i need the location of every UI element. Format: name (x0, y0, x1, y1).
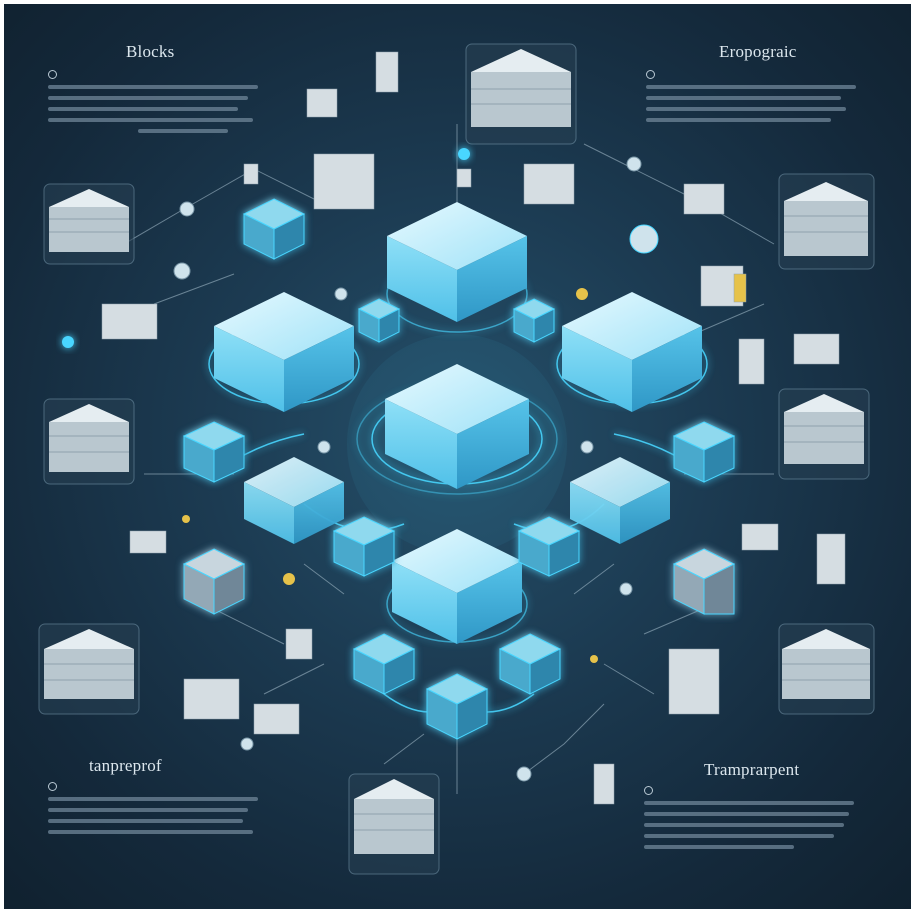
blockchain-network-diagram (38, 43, 875, 875)
text-block-bottom-right (644, 786, 874, 856)
diagram-canvas: Blocks Eropograic tanpreprof Tramprarpen… (4, 4, 911, 909)
top-cube (387, 202, 527, 322)
server-stack-tr (778, 173, 875, 270)
corner-title-bottom-right: Tramprarpent (704, 760, 800, 779)
circle-dot-icon (644, 786, 653, 795)
server-stack-br (778, 623, 875, 715)
server-stack-l (43, 398, 135, 485)
server-stack-r (778, 388, 870, 480)
corner-title-top-right: Eropograic (719, 42, 797, 61)
circle-dot-icon (646, 70, 655, 79)
server-stack-bl (38, 623, 140, 715)
corner-title-bottom-left: tanpreprof (89, 756, 162, 775)
chip-cubes (182, 198, 736, 740)
right-cube (562, 292, 702, 412)
central-cube (385, 364, 529, 489)
text-block-bottom-left (48, 782, 278, 841)
text-block-top-right (646, 70, 876, 129)
illegible-text-lines (644, 801, 874, 849)
left-cube (214, 292, 354, 412)
mid-cube-right (570, 457, 670, 544)
server-stack-tl (43, 183, 135, 265)
bottom-cube (392, 529, 522, 644)
circle-dot-icon (48, 70, 57, 79)
text-block-top-left (48, 70, 278, 140)
server-stack-bottom (348, 773, 440, 875)
server-stacks (38, 43, 875, 875)
illegible-text-lines (48, 85, 278, 133)
corner-title-top-left: Blocks (126, 42, 175, 61)
server-stack-top (465, 43, 577, 145)
nodes (62, 148, 659, 782)
illegible-text-lines (48, 797, 278, 834)
peripherals (101, 51, 846, 805)
circle-dot-icon (48, 782, 57, 791)
mid-cube-left (244, 457, 344, 544)
illegible-text-lines (646, 85, 876, 122)
